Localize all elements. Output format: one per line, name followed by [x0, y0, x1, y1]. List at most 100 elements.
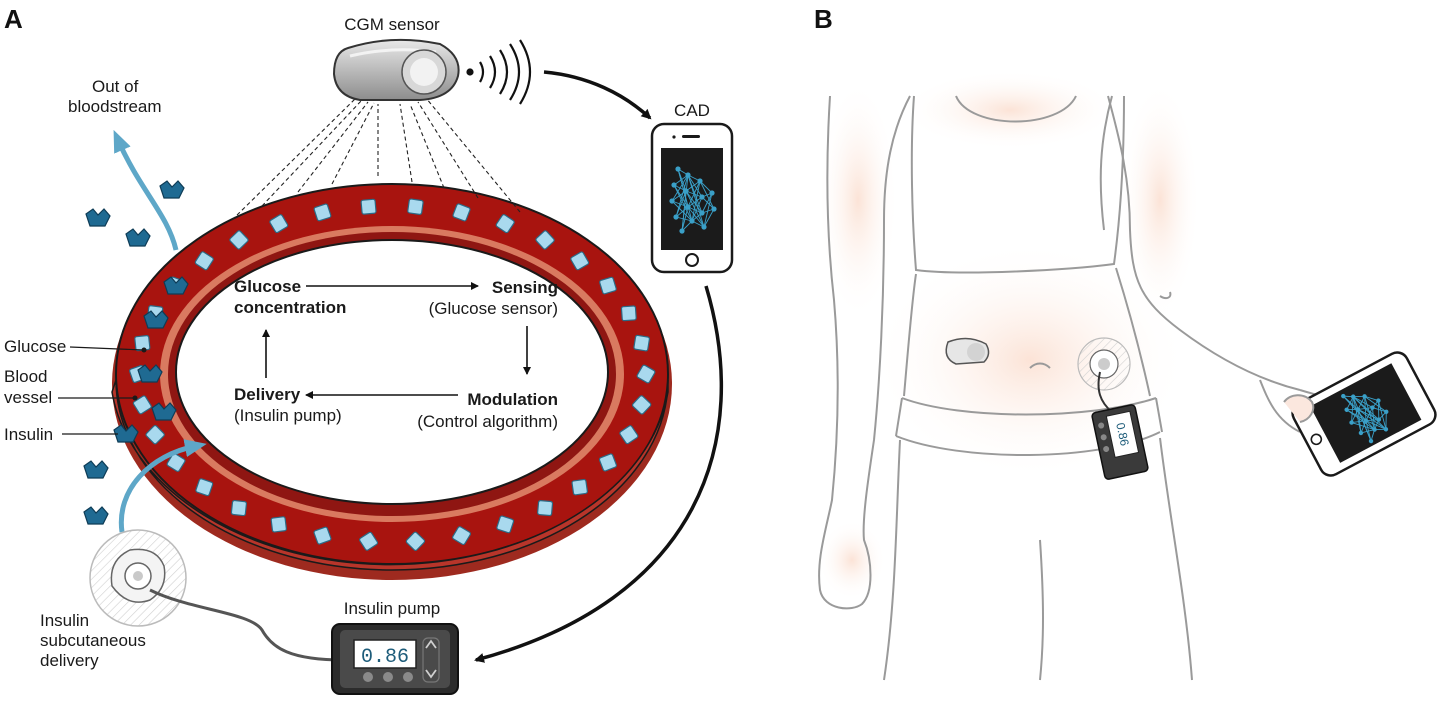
network-node — [1362, 394, 1367, 399]
insulin-label: Insulin — [4, 425, 53, 444]
glucose-molecule — [132, 395, 152, 415]
cad-label: CAD — [674, 101, 710, 120]
glucose-molecule — [496, 515, 515, 534]
glucose-molecule — [313, 203, 332, 222]
network-edge — [687, 180, 701, 208]
out-of-bloodstream-arrow — [113, 129, 179, 251]
network-node — [673, 214, 679, 220]
network-edge — [1357, 409, 1362, 434]
panel-a: A Out of bloodstream Glucose Blood vesse… — [4, 4, 734, 695]
network-edge — [1377, 400, 1380, 420]
glucose-molecule — [633, 334, 650, 352]
network-node — [685, 204, 691, 210]
network-node — [1383, 427, 1389, 432]
network-node — [685, 172, 691, 178]
glucose-molecule — [230, 499, 248, 517]
cycle-sensing-title: Sensing — [492, 278, 558, 297]
belt-pump-display-value: 0.86 — [1113, 421, 1132, 447]
glucose-molecule — [571, 478, 588, 496]
panel-b: B — [814, 4, 1437, 681]
network-edge — [1351, 422, 1375, 431]
network-node — [1358, 430, 1364, 436]
network-edge — [1365, 420, 1372, 442]
arrow-cgm-to-cad — [543, 70, 652, 120]
glucose-molecule — [195, 478, 214, 497]
network-edge — [681, 190, 687, 232]
glucose-molecule — [535, 230, 555, 250]
network-node — [1376, 417, 1382, 422]
network-edge — [1372, 407, 1387, 413]
network-edge — [1357, 409, 1387, 430]
network-edge — [673, 184, 693, 222]
network-edge — [1360, 420, 1367, 434]
network-edge — [1372, 407, 1375, 430]
network-edge — [1346, 396, 1354, 410]
network-edge — [671, 190, 687, 202]
network-edge — [675, 206, 689, 218]
hand-smartphone-icon — [1291, 351, 1437, 477]
network-edge — [699, 180, 713, 194]
glucose-molecule — [598, 453, 618, 472]
smartphone-icon: CAD — [650, 101, 734, 274]
hand-neural-network-icon — [1341, 393, 1389, 444]
network-edge — [691, 180, 701, 222]
insulin-molecule — [143, 310, 169, 329]
network-edge — [1357, 396, 1365, 410]
glucose-molecule — [407, 198, 424, 215]
glucose-molecule — [537, 500, 554, 517]
glucose-molecule — [599, 276, 617, 295]
cycle-modulation-title: Modulation — [467, 390, 558, 409]
network-node — [669, 198, 675, 204]
skin-glow-left-arm — [818, 80, 898, 320]
network-node — [1384, 409, 1389, 414]
glucose-molecule — [270, 516, 287, 533]
network-edge — [701, 192, 713, 214]
blood-vessel — [111, 183, 672, 580]
cycle-modulation-subtitle: (Control algorithm) — [417, 412, 558, 431]
out-of-bloodstream-label-line1: Out of — [92, 77, 139, 96]
skin-glow-right-arm — [1120, 80, 1200, 320]
blood-vessel-label-line1: Blood — [4, 367, 47, 386]
glucose-molecule — [166, 452, 186, 472]
body-infusion-site-icon — [1077, 337, 1131, 413]
network-node — [699, 194, 705, 200]
blood-vessel-label-line2: vessel — [4, 388, 52, 407]
insulin-molecule — [151, 402, 177, 421]
network-edge — [687, 174, 703, 198]
network-node — [1370, 405, 1375, 410]
insulin-pump-icon: Insulin pump 0.86 — [331, 599, 459, 695]
network-edge — [685, 190, 705, 228]
network-edge — [1365, 407, 1373, 421]
network-node — [711, 206, 717, 212]
network-node — [699, 210, 705, 216]
wireless-signal-icon — [466, 39, 531, 105]
infusion-site-icon: Insulin subcutaneous delivery — [40, 529, 187, 670]
network-edge — [1357, 409, 1380, 420]
insulin-molecule — [159, 180, 185, 199]
panel-label-a: A — [4, 4, 23, 34]
insulin-molecule — [137, 364, 163, 383]
arrow-cad-to-pump — [474, 285, 724, 663]
network-edge — [703, 192, 713, 228]
network-edge — [673, 174, 689, 186]
network-node — [1368, 438, 1374, 444]
panel-label-b: B — [814, 4, 833, 34]
glucose-molecules — [129, 198, 656, 551]
insulin-molecule — [85, 208, 111, 227]
glucose-molecule — [194, 251, 214, 271]
glucose-molecule — [632, 395, 652, 415]
body-outline — [818, 95, 1351, 681]
skin-glow-chest — [900, 70, 1120, 150]
network-edge — [691, 196, 703, 222]
network-edge — [1351, 409, 1359, 423]
network-edge — [701, 196, 715, 210]
network-edge — [681, 206, 689, 232]
network-edge — [685, 180, 701, 192]
insulin-molecule — [113, 424, 139, 443]
network-node — [1341, 393, 1346, 399]
insulin-molecule — [163, 276, 189, 295]
glucose-molecule — [145, 425, 165, 445]
infusion-tube — [149, 588, 345, 662]
network-node — [1349, 420, 1354, 425]
network-node — [1350, 394, 1356, 399]
